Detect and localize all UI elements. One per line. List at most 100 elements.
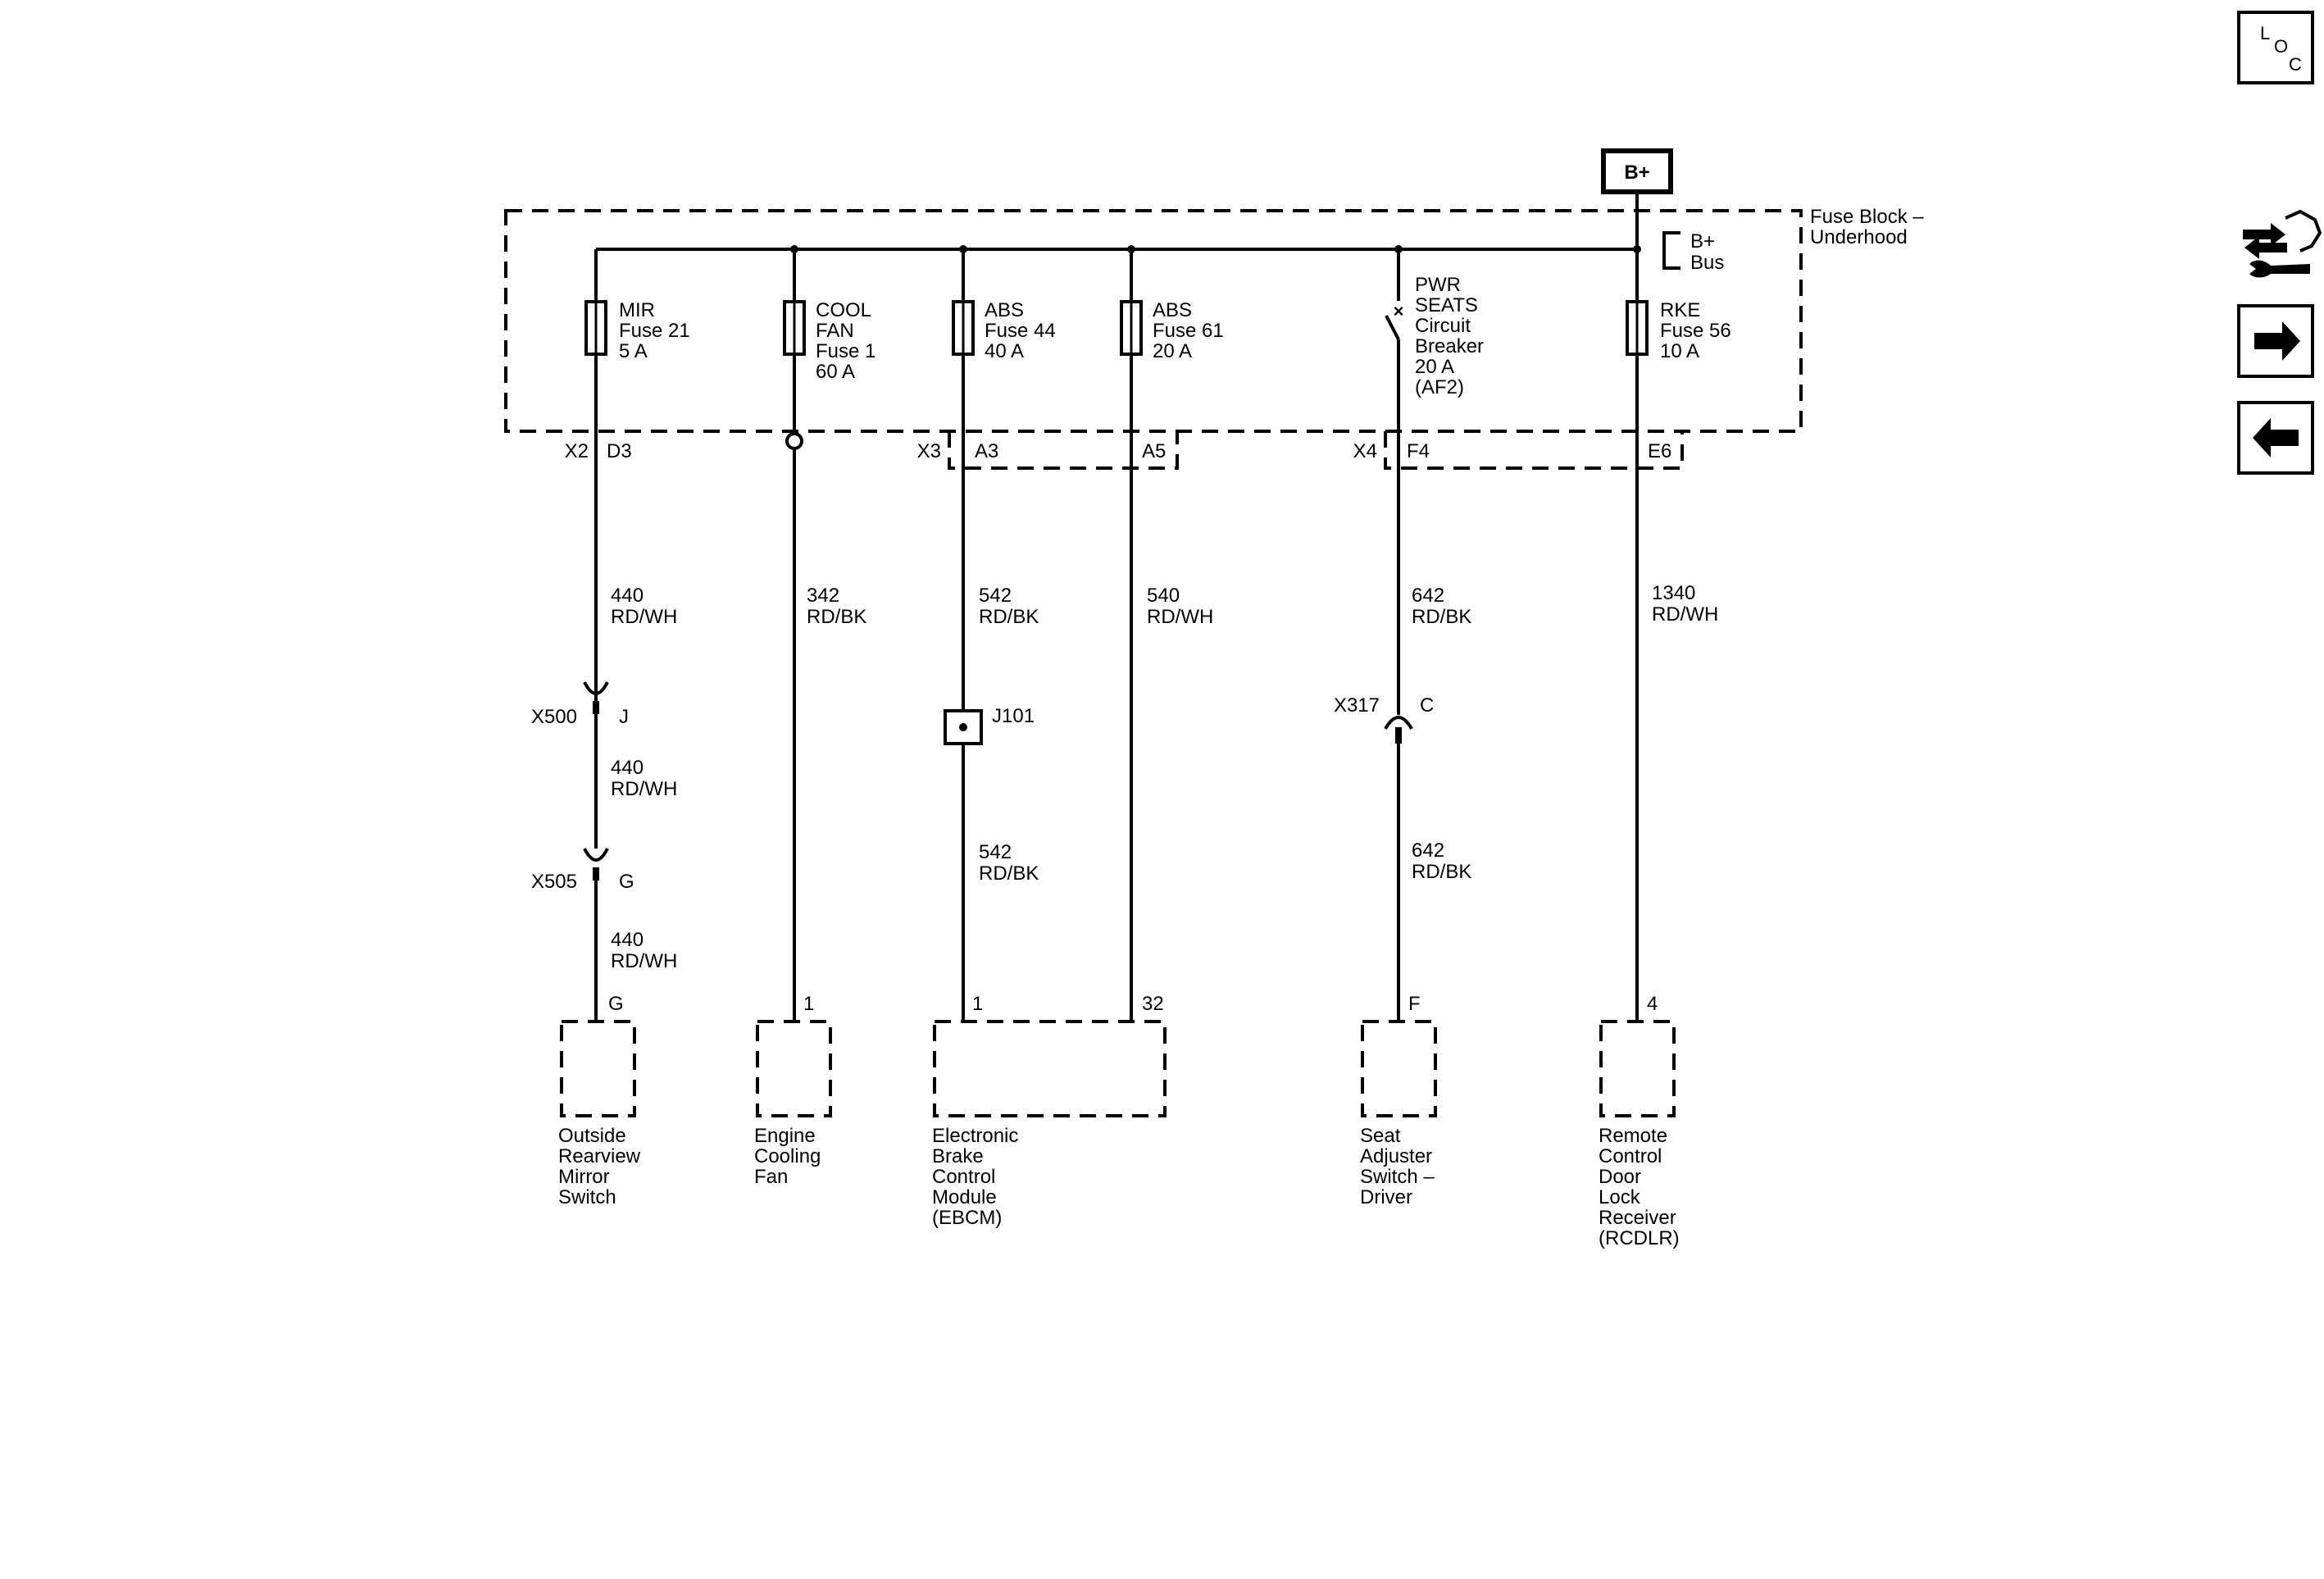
abs44-wire-2-color: RD/BK <box>979 862 1039 885</box>
loc-letter-c: C <box>2289 54 2302 75</box>
mir-fuse-label-1: MIR <box>619 299 655 321</box>
pin-c-label: C <box>1420 694 1434 717</box>
pwr-breaker-label-5: 20 A <box>1415 356 1454 378</box>
seat-label-3: Switch – <box>1360 1166 1435 1188</box>
rcdlr-component <box>1599 1020 1676 1117</box>
connector-x4-label: X4 <box>1353 440 1377 462</box>
location-view-button[interactable]: L O C <box>2237 11 2314 84</box>
mir-wire-3-color: RD/WH <box>611 950 677 972</box>
abs61-fuse-label-3: 20 A <box>1153 340 1192 362</box>
ebcm-label-3: Control <box>932 1166 995 1188</box>
bus-bracket <box>1662 231 1680 270</box>
pwr-wire-1-number: 642 <box>1412 585 1444 607</box>
connector-x505-label: X505 <box>531 871 577 893</box>
mir-wire-2-number: 440 <box>611 757 644 779</box>
pwr-breaker-label-4: Breaker <box>1415 335 1484 357</box>
mir-wire-1-color: RD/WH <box>611 606 677 628</box>
fan-label-3: Fan <box>754 1166 788 1188</box>
fan-pin-label: 1 <box>803 993 814 1015</box>
abs44-wire-1-color: RD/BK <box>979 606 1039 628</box>
loc-letter-l: L <box>2260 23 2270 43</box>
connector-x3-label: X3 <box>917 440 941 462</box>
pwr-wire-2-number: 642 <box>1412 840 1444 862</box>
mirror-label-3: Mirror <box>558 1166 610 1188</box>
pwr-breaker-label-3: Circuit <box>1415 315 1471 337</box>
rke-fuse-label-2: Fuse 56 <box>1660 320 1731 342</box>
ebcm-pin-b-label: 32 <box>1142 993 1164 1015</box>
mir-wire-1-number: 440 <box>611 585 644 607</box>
pin-g-label: G <box>619 871 634 893</box>
cooling-fan-component <box>756 1020 832 1117</box>
fuse-block-title-line1: Fuse Block – <box>1810 206 1924 228</box>
arrow-right-icon <box>2254 321 2300 361</box>
abs44-wire-2-number: 542 <box>979 841 1012 863</box>
rcdlr-label-3: Door <box>1599 1166 1641 1188</box>
ebcm-component <box>933 1020 1167 1117</box>
connector-repair-icon[interactable] <box>2243 209 2322 278</box>
cool-wire-color: RD/BK <box>807 606 866 628</box>
x317-inline-connector <box>1384 716 1413 730</box>
rcdlr-label-2: Control <box>1599 1145 1662 1167</box>
cool-fuse-label-2: FAN <box>816 320 854 342</box>
abs44-fuse-label-1: ABS <box>985 299 1024 321</box>
seat-label-2: Adjuster <box>1360 1145 1432 1167</box>
seat-pin-label: F <box>1408 993 1421 1015</box>
connector-x500-label: X500 <box>531 706 577 728</box>
abs61-wire-number: 540 <box>1147 585 1180 607</box>
seat-adjuster-component <box>1361 1020 1437 1117</box>
fuse-block-title-line2: Underhood <box>1810 226 1908 248</box>
mir-fuse-label-3: 5 A <box>619 340 648 362</box>
loc-letter-o: O <box>2274 36 2288 57</box>
mirror-switch-component <box>560 1020 636 1117</box>
fan-label-1: Engine <box>754 1125 816 1147</box>
abs44-fuse-label-3: 40 A <box>985 340 1024 362</box>
ebcm-pin-a-label: 1 <box>972 993 983 1015</box>
mirror-label-4: Switch <box>558 1186 616 1208</box>
connector-x2-label: X2 <box>565 440 589 462</box>
rcdlr-label-4: Lock <box>1599 1186 1641 1208</box>
fuse-block-outline <box>504 209 1803 433</box>
pin-e6-label: E6 <box>1648 440 1671 462</box>
j101-label: J101 <box>992 705 1035 727</box>
pwr-breaker-label-6: (AF2) <box>1415 376 1464 398</box>
ebcm-label-1: Electronic <box>932 1125 1018 1147</box>
circuit-breaker-switch-arm <box>1385 315 1400 340</box>
pwr-wire-1-color: RD/BK <box>1412 606 1471 628</box>
rke-fuse-label-1: RKE <box>1660 299 1700 321</box>
b-plus-source-label: B+ <box>1624 162 1649 184</box>
rke-fuse-label-3: 10 A <box>1660 340 1699 362</box>
pin-d3-label: D3 <box>607 440 632 462</box>
pwr-breaker-label-2: SEATS <box>1415 294 1478 316</box>
abs44-wire-1-number: 542 <box>979 585 1012 607</box>
rke-wire-number: 1340 <box>1652 582 1695 604</box>
connector-x317-label: X317 <box>1334 694 1380 717</box>
circuit-breaker-contact: × <box>1394 301 1404 321</box>
ebcm-label-5: (EBCM) <box>932 1207 1002 1229</box>
cool-wire-number: 342 <box>807 585 839 607</box>
mir-wire-3-number: 440 <box>611 929 644 951</box>
mirror-label-1: Outside <box>558 1125 626 1147</box>
x505-pin <box>593 867 599 881</box>
cool-eyelet-terminal <box>785 432 803 450</box>
mir-fuse-label-2: Fuse 21 <box>619 320 690 342</box>
rcdlr-pin-label: 4 <box>1647 993 1658 1015</box>
rcdlr-label-6: (RCDLR) <box>1599 1227 1680 1249</box>
abs61-fuse-label-1: ABS <box>1153 299 1192 321</box>
arrow-left-icon <box>2253 418 2299 457</box>
pin-a5-label: A5 <box>1142 440 1166 462</box>
seat-label-1: Seat <box>1360 1125 1401 1147</box>
abs61-fuse-label-2: Fuse 61 <box>1153 320 1224 342</box>
mirror-label-2: Rearview <box>558 1145 641 1167</box>
mir-wire-2-color: RD/WH <box>611 778 677 800</box>
pwr-breaker-label-1: PWR <box>1415 274 1461 296</box>
previous-page-button[interactable] <box>2237 401 2314 475</box>
cool-fuse-label-3: Fuse 1 <box>816 340 875 362</box>
fan-label-2: Cooling <box>754 1145 821 1167</box>
mirror-pin-label: G <box>608 993 624 1015</box>
next-page-button[interactable] <box>2237 304 2314 378</box>
x505-inline-connector <box>583 848 609 862</box>
pin-f4-label: F4 <box>1407 440 1430 462</box>
ebcm-label-4: Module <box>932 1186 997 1208</box>
x500-pin <box>593 701 599 714</box>
